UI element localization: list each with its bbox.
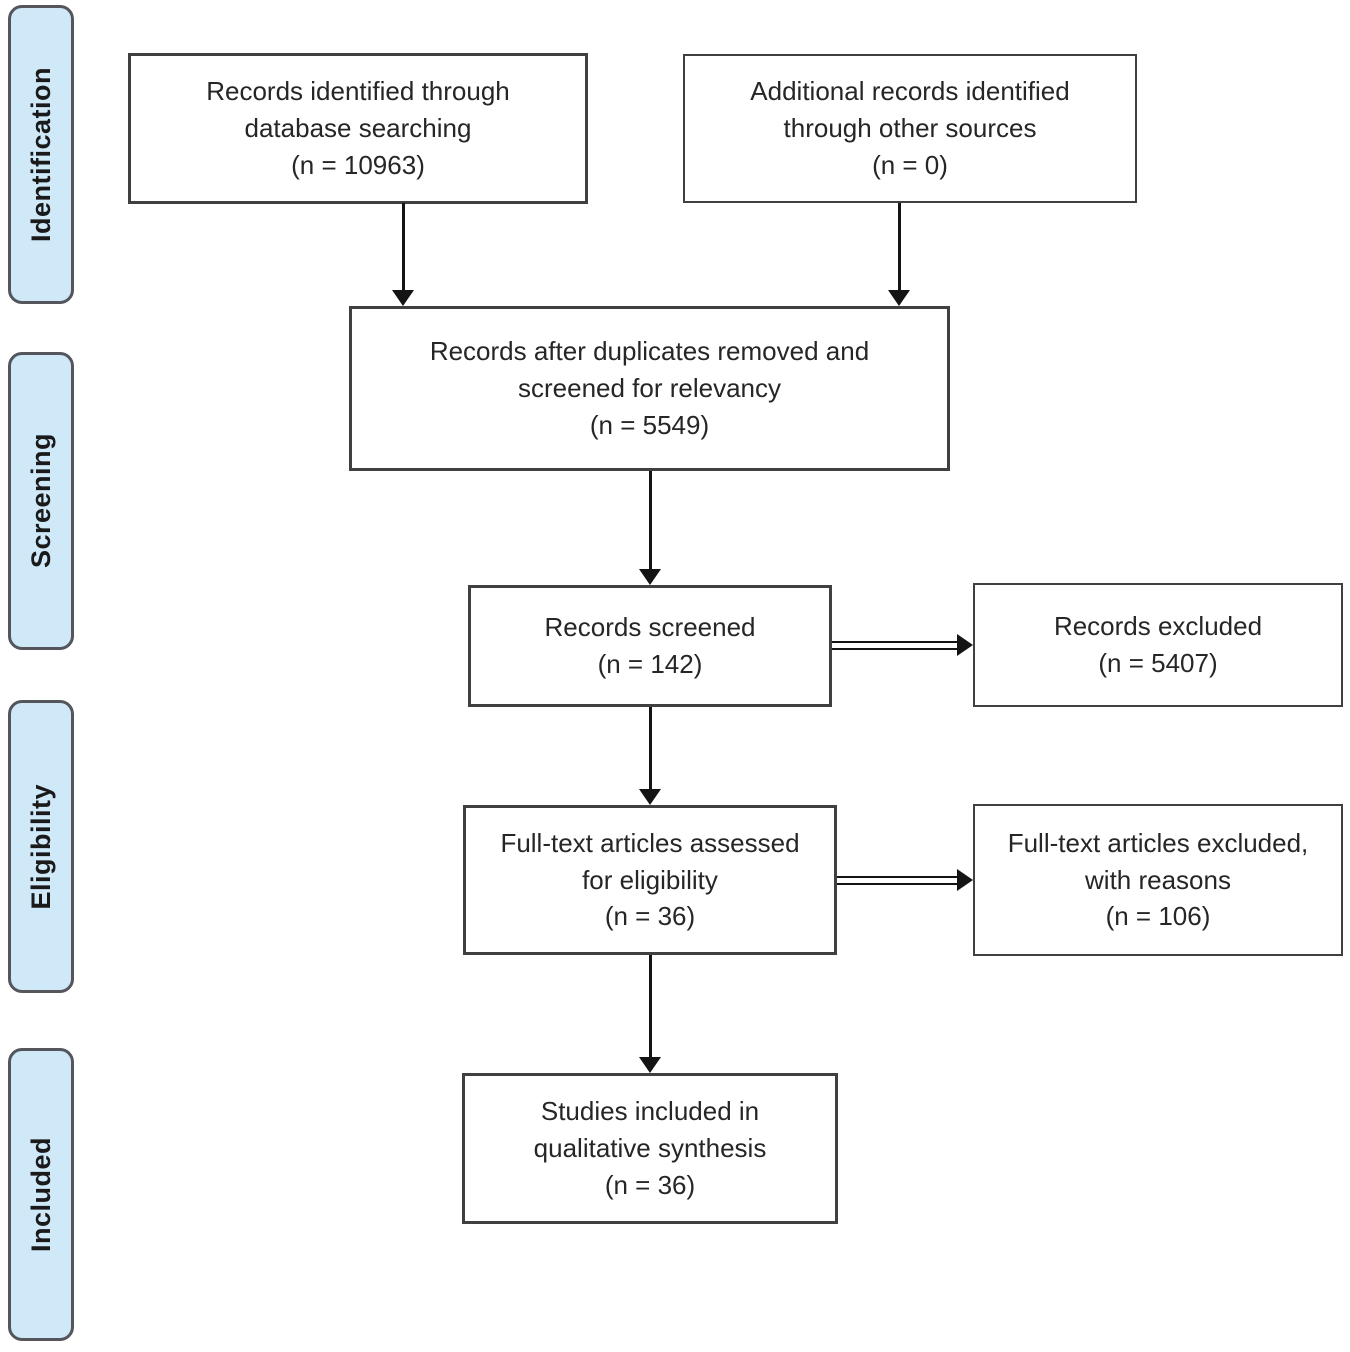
arrow-shaft [648,707,652,791]
stage-screening-label: Screening [25,433,56,569]
box-duplicates-removed-line1: Records after duplicates removed and [429,336,870,367]
box-fulltext-assessed-line2: for eligibility [582,864,718,895]
box-fulltext-assessed: Full-text articles assessed for eligibil… [463,805,837,955]
box-additional-records-count: (n = 0) [872,149,948,180]
box-records-excluded: Records excluded (n = 5407) [973,583,1343,707]
box-records-screened-count: (n = 142) [597,649,703,679]
arrow-shaft [401,203,405,293]
arrow-shaft [648,471,652,571]
box-additional-records-line1: Additional records identified [750,76,1070,107]
arrow-head-right-icon [957,869,973,891]
stage-eligibility-label: Eligibility [25,783,56,910]
stage-screening: Screening [8,352,74,650]
stage-included-label: Included [25,1136,56,1252]
box-studies-included-count: (n = 36) [604,1169,696,1200]
arrow-shaft [897,203,901,293]
box-records-identified-line1: Records identified through [206,76,510,107]
arrow-head-right-icon [957,634,973,656]
arrow-head-down-icon [639,1057,661,1073]
box-duplicates-removed-count: (n = 5549) [589,409,710,440]
box-studies-included-line1: Studies included in [540,1096,760,1127]
box-fulltext-excluded: Full-text articles excluded, with reason… [973,804,1343,956]
box-studies-included-line2: qualitative synthesis [533,1133,767,1164]
arrow-head-down-icon [392,290,414,306]
box-additional-records-line2: through other sources [783,113,1037,144]
box-fulltext-excluded-line2: with reasons [1085,864,1231,895]
box-records-identified-line2: database searching [244,113,472,144]
box-studies-included: Studies included in qualitative synthesi… [462,1073,838,1224]
box-records-screened: Records screened (n = 142) [468,585,832,707]
box-fulltext-excluded-count: (n = 106) [1105,901,1211,932]
box-additional-records: Additional records identified through ot… [683,54,1137,203]
arrow-head-down-icon [639,569,661,585]
box-records-identified: Records identified through database sear… [128,53,588,204]
box-duplicates-removed-line2: screened for relevancy [517,373,782,404]
arrow-shaft [837,875,959,885]
stage-identification: Identification [8,5,74,304]
stage-identification-label: Identification [25,67,56,242]
arrow-head-down-icon [639,789,661,805]
box-duplicates-removed: Records after duplicates removed and scr… [349,306,950,471]
arrow-shaft [648,955,652,1059]
stage-eligibility: Eligibility [8,700,74,993]
box-fulltext-excluded-line1: Full-text articles excluded, [1007,827,1309,858]
box-records-excluded-count: (n = 5407) [1098,648,1218,678]
box-fulltext-assessed-line1: Full-text articles assessed [500,827,800,858]
box-records-excluded-line1: Records excluded [1053,611,1263,642]
box-fulltext-assessed-count: (n = 36) [604,901,696,932]
box-records-screened-line1: Records screened [544,612,756,643]
stage-included: Included [8,1048,74,1341]
arrow-shaft [832,640,959,650]
box-records-identified-count: (n = 10963) [291,149,425,180]
arrow-head-down-icon [888,290,910,306]
